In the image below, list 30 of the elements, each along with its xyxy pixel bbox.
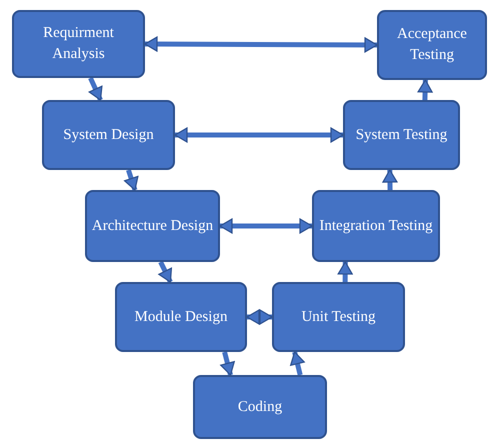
process-box: [272, 282, 405, 352]
box-label: System Design: [63, 126, 154, 144]
process-box: [85, 190, 220, 262]
box-label: Acceptance Testing: [396, 25, 468, 65]
arrow: [418, 79, 433, 100]
process-box: [312, 190, 440, 262]
arrow: [144, 36, 378, 53]
arrow: [246, 309, 273, 325]
box-label: Coding: [238, 398, 282, 416]
process-box: [193, 375, 327, 439]
arrow: [382, 169, 398, 190]
process-box: [377, 10, 487, 80]
box-label: Module Design: [134, 308, 228, 326]
arrow: [174, 127, 344, 143]
box-label: Architecture Design: [92, 216, 214, 236]
process-box: [42, 100, 175, 170]
process-box: [343, 100, 460, 170]
box-label: System Testing: [356, 126, 448, 144]
arrow: [158, 260, 173, 284]
box-label: Integration Testing: [319, 216, 433, 236]
arrow: [124, 169, 138, 191]
arrow: [220, 351, 235, 376]
box-label: Unit Testing: [301, 308, 376, 326]
arrow: [219, 218, 313, 234]
box-label: Requirment Analysis: [42, 24, 115, 64]
arrow: [338, 261, 353, 282]
process-box: [115, 282, 247, 352]
arrow: [290, 351, 305, 376]
process-box: [12, 10, 145, 78]
arrow: [88, 76, 103, 102]
